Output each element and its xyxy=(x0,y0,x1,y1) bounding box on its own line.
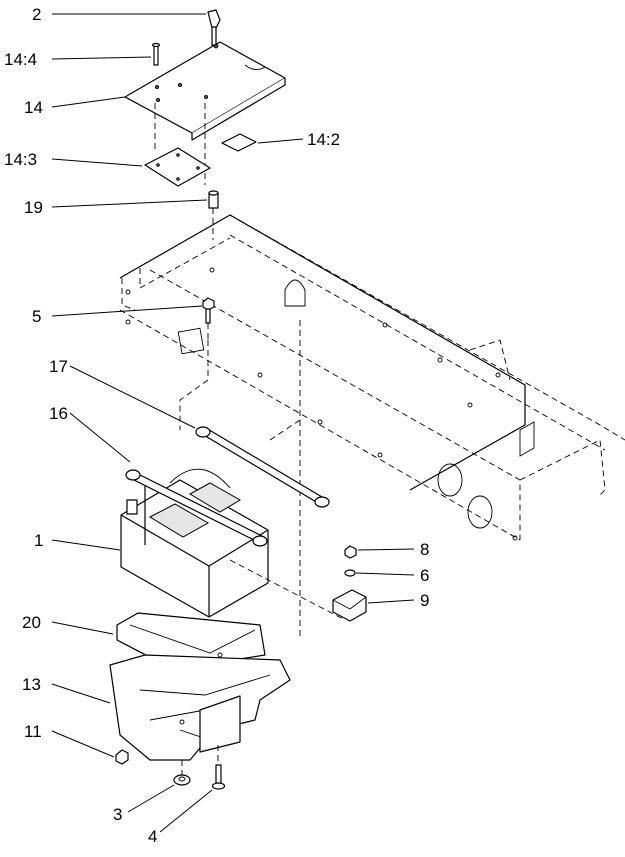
spacer-part xyxy=(208,190,219,209)
flange-nut xyxy=(173,774,191,786)
callout-11: 11 xyxy=(24,722,42,741)
callout-17: 17 xyxy=(49,357,68,376)
decal-plate xyxy=(221,133,257,152)
callout-13: 13 xyxy=(22,675,41,694)
callout-19: 19 xyxy=(24,198,43,217)
gasket-pad xyxy=(144,147,211,187)
leader-lines xyxy=(51,13,415,833)
mounting-bracket xyxy=(109,652,291,761)
callout-6: 6 xyxy=(420,566,429,585)
callout-5: 5 xyxy=(32,307,41,326)
callout-4: 4 xyxy=(148,827,157,846)
washer-part xyxy=(344,569,356,577)
callout-14: 14 xyxy=(24,98,43,117)
screw-part xyxy=(151,42,161,66)
hold-down-clamp xyxy=(332,589,367,622)
callout-1: 1 xyxy=(34,531,43,550)
battery xyxy=(120,468,269,618)
callout-2: 2 xyxy=(32,5,41,24)
cable-positive xyxy=(195,426,330,508)
callout-14-3: 14:3 xyxy=(4,150,37,169)
cable-negative xyxy=(125,469,268,547)
callout-9: 9 xyxy=(420,591,429,610)
carriage-bolt xyxy=(211,764,226,790)
callout-labels: 2 14:4 14 14:2 14:3 19 5 17 16 1 8 6 9 2… xyxy=(4,5,429,846)
knob-part xyxy=(207,9,221,46)
callout-20: 20 xyxy=(22,613,41,632)
cover-plate xyxy=(124,41,286,141)
callout-8: 8 xyxy=(420,540,429,559)
frame-rail xyxy=(119,214,625,640)
bolt-lower xyxy=(115,749,129,765)
bolt-part xyxy=(202,297,215,324)
callout-16: 16 xyxy=(49,404,68,423)
callout-14-2: 14:2 xyxy=(307,130,340,149)
hold-down-nut xyxy=(344,545,357,559)
callout-14-4: 14:4 xyxy=(4,50,37,69)
callout-3: 3 xyxy=(113,805,122,824)
